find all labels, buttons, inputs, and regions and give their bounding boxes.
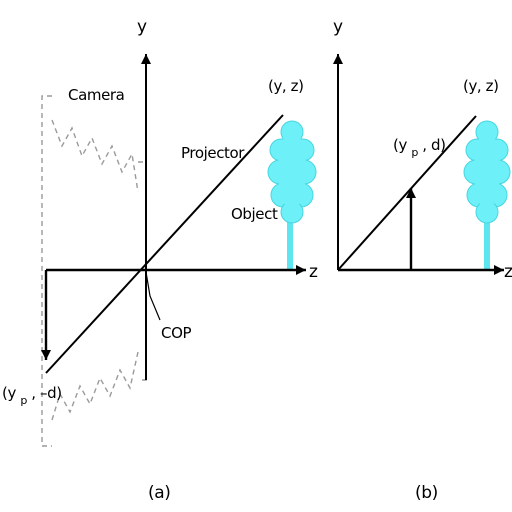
object-point-label-b: (y, z) bbox=[463, 77, 499, 95]
caption-b: (b) bbox=[415, 483, 438, 503]
cop-leader bbox=[145, 271, 161, 321]
image-point-close-a: , –d) bbox=[31, 384, 61, 402]
tree-canopy bbox=[267, 120, 317, 224]
tree-trunk bbox=[287, 222, 293, 270]
object-point-label-a: (y, z) bbox=[268, 77, 304, 95]
projector-line-a bbox=[45, 114, 284, 374]
image-point-label-a: (y p , –d) bbox=[2, 384, 62, 408]
camera-outline bbox=[41, 95, 147, 447]
object-tree-a bbox=[267, 120, 317, 270]
image-point-sub-a: p bbox=[20, 394, 27, 407]
caption-a: (a) bbox=[148, 483, 170, 503]
panel-a: y z Camera Projector Object COP (y, z) (… bbox=[2, 17, 318, 503]
camera-bellows-bottom bbox=[51, 351, 139, 421]
image-point-label-b: (y p , d) bbox=[393, 136, 446, 160]
camera-label: Camera bbox=[68, 86, 124, 104]
z-axis-label-b: z bbox=[504, 262, 512, 282]
image-point-open-a: (y bbox=[2, 384, 16, 402]
cop-label: COP bbox=[161, 324, 191, 342]
tree-trunk-b bbox=[484, 222, 490, 270]
camera-bellows-top bbox=[51, 119, 139, 193]
tree-canopy-b bbox=[463, 120, 511, 224]
camera-body-rect bbox=[41, 95, 52, 447]
image-point-sub-b: p bbox=[411, 146, 418, 159]
projector-label: Projector bbox=[181, 144, 245, 162]
object-label: Object bbox=[231, 205, 278, 223]
y-axis-label-a: y bbox=[137, 17, 147, 37]
object-tree-b bbox=[463, 120, 511, 270]
panel-b: y z (y, z) (y p , d) (b) bbox=[333, 17, 512, 503]
image-point-open-b: (y bbox=[393, 136, 407, 154]
z-axis-label-a: z bbox=[309, 262, 318, 282]
y-axis-label-b: y bbox=[333, 17, 343, 37]
image-point-close-b: , d) bbox=[422, 136, 445, 154]
